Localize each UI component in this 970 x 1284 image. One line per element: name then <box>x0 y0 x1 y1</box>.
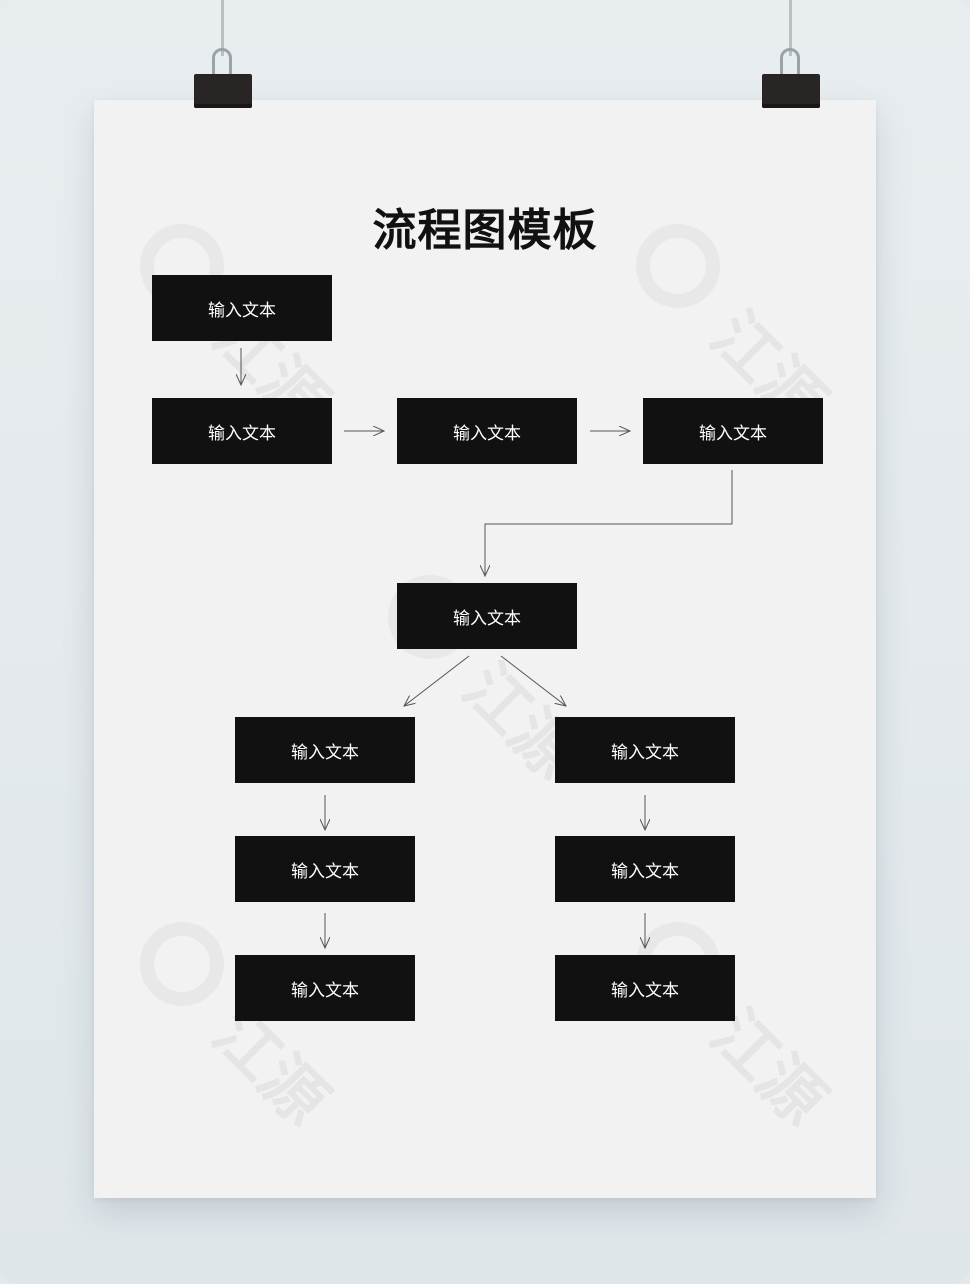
arrow-n4-n5 <box>485 470 733 576</box>
flow-node-label: 输入文本 <box>291 861 359 882</box>
flow-node-label: 输入文本 <box>611 742 679 763</box>
flow-node-label: 输入文本 <box>291 742 359 763</box>
hanging-wire-left <box>221 0 224 56</box>
binder-clip-left <box>194 74 252 108</box>
flow-node-label: 输入文本 <box>291 980 359 1001</box>
page-title: 流程图模板 <box>372 205 598 256</box>
flow-node-label: 输入文本 <box>611 861 679 882</box>
flow-node-5: 输入文本 <box>397 583 577 649</box>
flow-node-6: 输入文本 <box>235 717 415 783</box>
flow-node-1: 输入文本 <box>152 275 332 341</box>
flow-node-label: 输入文本 <box>453 608 521 629</box>
flow-node-label: 输入文本 <box>453 423 521 444</box>
arrow-n5-n7 <box>500 655 566 706</box>
flow-node-3: 输入文本 <box>397 398 577 464</box>
flow-node-2: 输入文本 <box>152 398 332 464</box>
flow-node-11: 输入文本 <box>555 955 735 1021</box>
flow-node-label: 输入文本 <box>208 423 276 444</box>
flow-node-7: 输入文本 <box>555 717 735 783</box>
flow-node-10: 输入文本 <box>235 955 415 1021</box>
binder-clip-right <box>762 74 820 108</box>
flow-node-4: 输入文本 <box>643 398 823 464</box>
flow-node-label: 输入文本 <box>611 980 679 1001</box>
flow-node-label: 输入文本 <box>208 300 276 321</box>
flow-node-8: 输入文本 <box>235 836 415 902</box>
flow-node-9: 输入文本 <box>555 836 735 902</box>
flow-node-label: 输入文本 <box>699 423 767 444</box>
arrow-n5-n6 <box>404 655 470 706</box>
hanging-wire-right <box>789 0 792 56</box>
